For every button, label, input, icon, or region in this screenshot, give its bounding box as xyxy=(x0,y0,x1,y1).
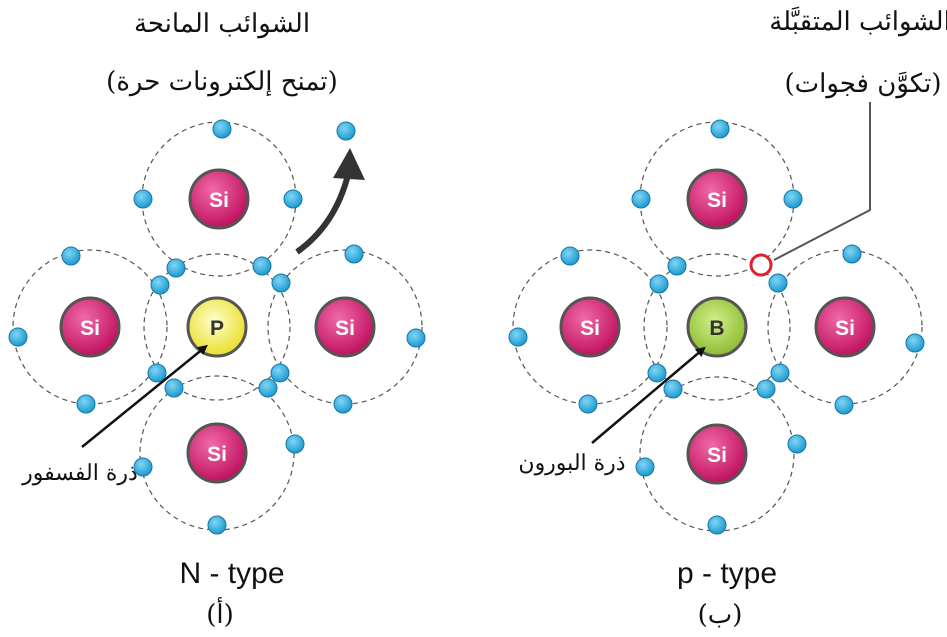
atom-label: Si xyxy=(80,317,100,340)
right-title: الشوائب المتقبَّلة xyxy=(769,6,947,37)
electron xyxy=(756,379,776,399)
phosphorus-atom: P xyxy=(186,296,248,358)
atom-label: Si xyxy=(707,444,727,467)
electron xyxy=(150,275,170,295)
electron xyxy=(164,378,184,398)
electron xyxy=(133,189,153,209)
boron-pointer xyxy=(591,346,706,444)
boron-atom: B xyxy=(686,296,748,358)
electron xyxy=(649,274,669,294)
free-electron-arrow xyxy=(295,174,351,255)
electron xyxy=(61,246,81,266)
electron xyxy=(710,119,730,139)
electron xyxy=(578,394,598,414)
left-si-bottom-atom: Si xyxy=(186,422,248,484)
atom-label: Si xyxy=(207,443,227,466)
electron xyxy=(635,457,655,477)
hole-callout-line xyxy=(773,102,871,261)
electron xyxy=(271,273,291,293)
right-type-label: p - type xyxy=(677,557,777,590)
free-electron xyxy=(336,121,356,141)
electron xyxy=(333,394,353,414)
atom-label: Si xyxy=(835,317,855,340)
electron xyxy=(283,189,303,209)
right-si-right-atom: Si xyxy=(814,296,876,358)
electron xyxy=(285,434,305,454)
left-type-label: N - type xyxy=(179,557,284,590)
electron xyxy=(8,327,28,347)
right-panel: الشوائب المتقبَّلة (تكوَّن فجوات) xyxy=(508,6,947,630)
electron xyxy=(647,363,667,383)
electron xyxy=(406,328,426,348)
atom-label: Si xyxy=(335,317,355,340)
electron xyxy=(258,378,278,398)
left-subtitle: (تمنح إلكترونات حرة) xyxy=(106,67,338,97)
electron xyxy=(707,515,727,535)
phosphorus-pointer xyxy=(81,344,208,448)
atom-label: Si xyxy=(209,189,229,212)
left-title: الشوائب المانحة xyxy=(134,9,310,39)
right-subtitle: (تكوَّن فجوات) xyxy=(784,69,941,99)
electron xyxy=(667,256,687,276)
right-caption: (ب) xyxy=(698,600,743,630)
electron xyxy=(842,244,862,264)
electron xyxy=(344,244,364,264)
electron xyxy=(787,434,807,454)
phosphorus-label: ذرة الفسفور xyxy=(21,461,138,486)
left-si-right-atom: Si xyxy=(314,296,376,358)
left-panel: الشوائب المانحة (تمنح إلكترونات حرة) xyxy=(8,9,426,630)
electron xyxy=(560,246,580,266)
electron xyxy=(834,395,854,415)
boron-label: ذرة البورون xyxy=(518,451,625,476)
electron xyxy=(252,256,272,276)
left-electrons xyxy=(8,119,426,535)
electron xyxy=(76,394,96,414)
electron xyxy=(207,515,227,535)
electron xyxy=(905,333,925,353)
electron xyxy=(770,363,790,383)
right-si-top-atom: Si xyxy=(686,168,748,230)
atom-label: Si xyxy=(707,189,727,212)
hole-icon xyxy=(749,253,773,277)
electron xyxy=(783,189,803,209)
electron xyxy=(212,119,232,139)
electron xyxy=(270,363,290,383)
left-si-left-atom: Si xyxy=(59,296,121,358)
left-caption: (أ) xyxy=(206,596,234,630)
free-electron-arrowhead-icon xyxy=(333,148,365,180)
left-si-top-atom: Si xyxy=(188,168,250,230)
electron xyxy=(631,189,651,209)
atom-label: P xyxy=(210,317,224,340)
right-electrons xyxy=(508,119,925,535)
atom-label: B xyxy=(709,317,724,340)
electron xyxy=(133,457,153,477)
electron xyxy=(768,273,788,293)
electron xyxy=(147,363,167,383)
electron xyxy=(663,379,683,399)
orbit-center-b xyxy=(643,253,791,401)
electron xyxy=(508,327,528,347)
orbit-center-p xyxy=(143,253,291,401)
electron xyxy=(166,258,186,278)
atom-label: Si xyxy=(580,317,600,340)
right-si-bottom-atom: Si xyxy=(686,423,748,485)
right-si-left-atom: Si xyxy=(559,296,621,358)
